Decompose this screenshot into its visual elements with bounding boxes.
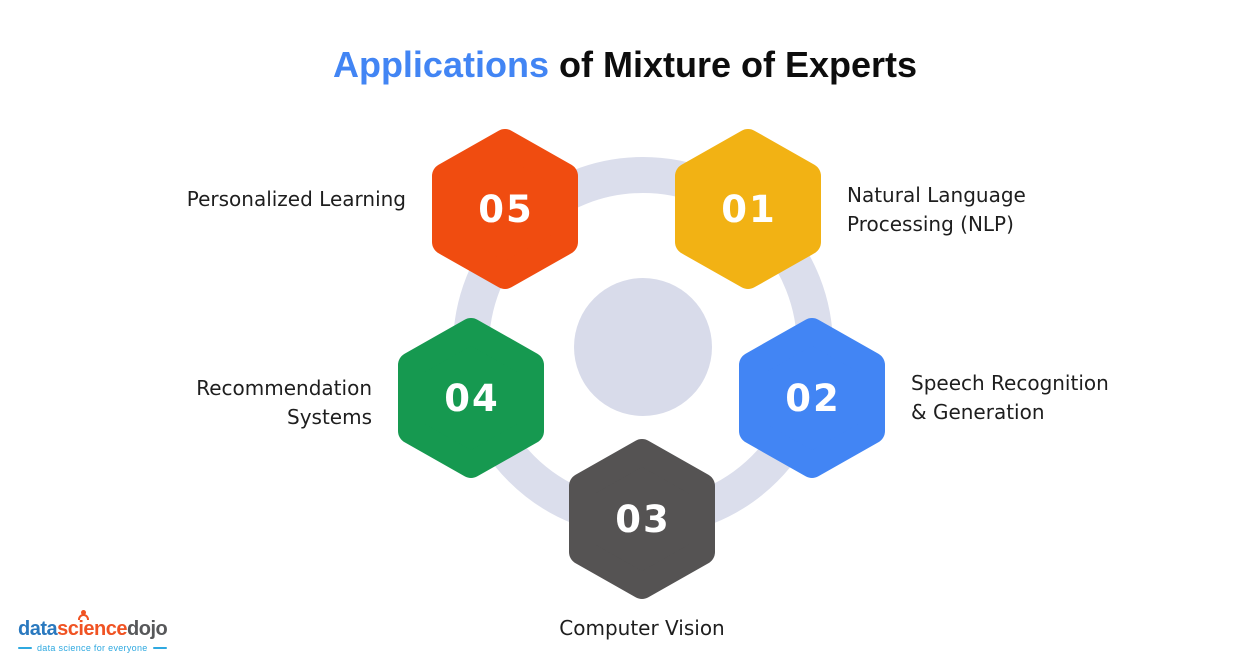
tagline-dash-left [18,647,32,649]
hexagon-01: 01 [675,127,821,291]
person-icon [78,610,90,620]
hexagon-03-number: 03 [615,497,671,541]
page-title: Applications of Mixture of Experts [0,44,1250,86]
hexagon-04: 04 [398,316,544,480]
tagline-text: data science for everyone [37,643,148,653]
logo-word-science: science [57,610,128,640]
hexagon-01-shape [675,129,821,289]
hexagon-01-number: 01 [721,187,777,231]
label-personalized-learning: Personalized Learning [186,187,406,211]
hexagon-05: 05 [432,127,578,291]
label-speech-recognition-generation: Speech Recognition & Generation [911,371,1109,424]
hexagon-03: 03 [569,437,715,601]
hexagon-02-number: 02 [785,376,841,420]
hexagon-02: 02 [739,316,885,480]
title-rest: of Mixture of Experts [548,44,918,85]
label-recommendation-systems: Recommendation Systems [196,376,372,429]
logo-tagline: data science for everyone [18,643,188,653]
logo-word-dojo: dojo [127,618,168,640]
tagline-dash-right [152,647,167,649]
hexagon-05-shape [432,129,578,289]
hexagon-04-shape [398,318,544,478]
logo-word-data: data [18,618,58,640]
hexagon-05-number: 05 [478,187,534,231]
hexagon-03-shape [569,439,715,599]
label-computer-vision: Computer Vision [559,616,725,640]
label-natural-language-processing: Natural Language Processing (NLP) [847,183,1026,236]
center-circle [574,278,712,416]
hexagon-04-number: 04 [444,376,500,420]
hexagon-02-shape [739,318,885,478]
title-highlight: Applications [332,44,549,85]
